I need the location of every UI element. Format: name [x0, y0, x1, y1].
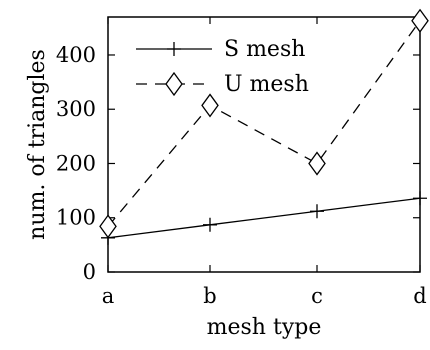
x-ticks: a b c d — [102, 17, 427, 308]
diamond-marker — [99, 214, 117, 239]
plus-marker — [203, 217, 217, 232]
legend: S mesh U mesh — [136, 37, 309, 97]
y-tick-label: 400 — [56, 43, 96, 67]
plus-marker — [310, 204, 324, 219]
y-tick-label: 200 — [56, 151, 96, 175]
y-ticks: 0 100 200 300 400 — [56, 43, 420, 284]
x-axis-label: mesh type — [207, 315, 322, 340]
plot-frame — [107, 16, 421, 273]
x-tick-label: b — [203, 284, 216, 308]
series-group — [99, 8, 429, 245]
x-tick-label: c — [311, 284, 323, 308]
series-line — [107, 197, 421, 239]
diamond-marker — [411, 8, 429, 33]
y-tick-label: 300 — [56, 97, 96, 121]
x-tick-label: d — [413, 284, 426, 308]
plus-marker — [167, 42, 181, 56]
legend-label: U mesh — [224, 72, 309, 97]
y-axis-label: num. of triangles — [25, 49, 50, 240]
diamond-marker — [308, 151, 326, 176]
diamond-marker — [201, 93, 219, 118]
series-line — [107, 20, 421, 227]
y-tick-label: 0 — [83, 260, 96, 284]
y-tick-label: 100 — [56, 206, 96, 230]
plus-marker — [413, 191, 427, 206]
diamond-marker — [165, 71, 183, 97]
legend-label: S mesh — [224, 37, 305, 62]
x-tick-label: a — [102, 284, 115, 308]
